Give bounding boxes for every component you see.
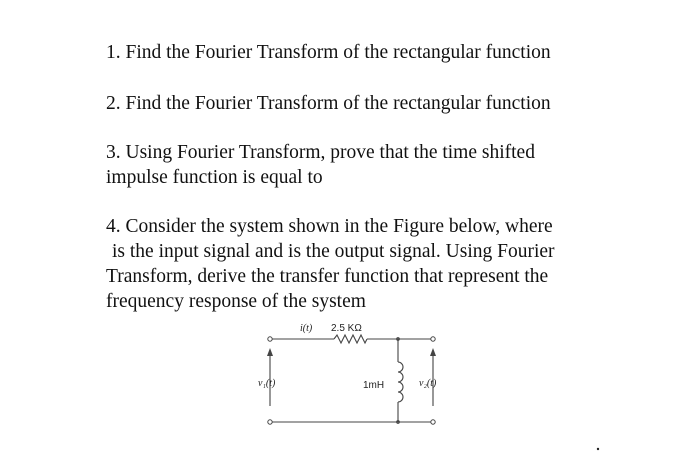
input-arrow-head (267, 348, 273, 356)
question-4-line-2: is the input signal and is the output si… (112, 241, 555, 262)
question-3-line-1: 3. Using Fourier Transform, prove that t… (106, 142, 535, 163)
current-label: i(t) (300, 323, 313, 334)
question-4-line-3: Transform, derive the transfer function … (106, 266, 549, 287)
top-junction-dot (396, 337, 400, 341)
inductor-symbol (397, 361, 404, 403)
question-1-line-1: 1. Find the Fourier Transform of the rec… (106, 42, 551, 63)
inductor-label: 1mH (363, 380, 384, 391)
input-voltage-label: v₁(t) (258, 378, 276, 389)
question-1: 1. Find the Fourier Transform of the rec… (106, 40, 551, 65)
question-4: 4. Consider the system shown in the Figu… (106, 214, 555, 314)
question-4-line-4: frequency response of the system (106, 291, 366, 312)
question-2: 2. Find the Fourier Transform of the rec… (106, 91, 551, 116)
resistor-symbol (333, 333, 368, 345)
input-terminal-bottom (267, 419, 273, 425)
output-terminal-bottom (430, 419, 436, 425)
output-voltage-label: v₂(t) (419, 378, 437, 389)
question-2-line-1: 2. Find the Fourier Transform of the rec… (106, 93, 551, 114)
bottom-junction-dot (396, 420, 400, 424)
question-3: 3. Using Fourier Transform, prove that t… (106, 140, 535, 190)
output-arrow-head (430, 348, 436, 356)
stray-dot (596, 447, 600, 451)
output-terminal-top (430, 336, 436, 342)
input-terminal-top (267, 336, 273, 342)
resistor-label: 2.5 KΩ (331, 323, 362, 334)
question-4-line-1: 4. Consider the system shown in the Figu… (106, 216, 553, 237)
question-3-line-2: impulse function is equal to (106, 167, 323, 188)
